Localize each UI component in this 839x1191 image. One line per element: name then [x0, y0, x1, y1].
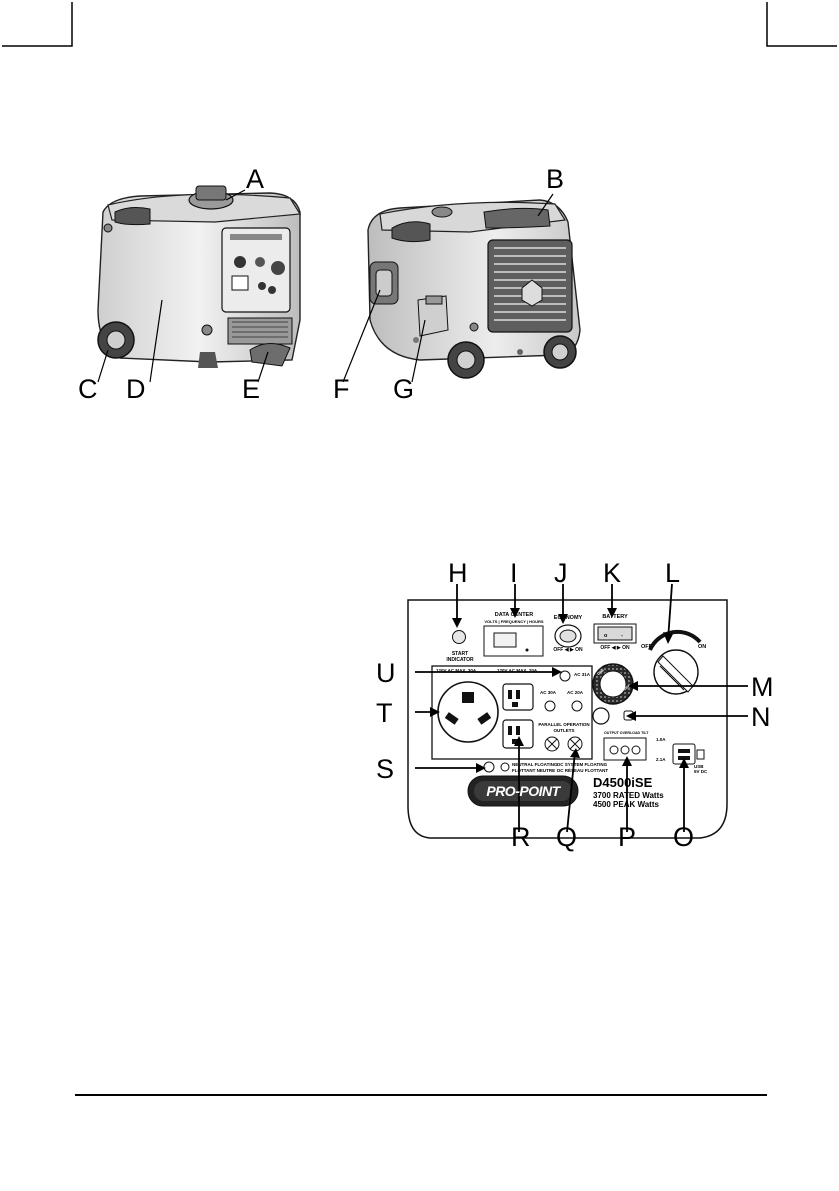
outlet-30a-label: 120V AC MAX. 30A: [436, 668, 477, 673]
callout-t: T: [376, 698, 393, 728]
callout-d: D: [126, 374, 146, 404]
battery-switch-label: OFF ◀ ▶ ON: [600, 645, 630, 651]
callout-l: L: [665, 558, 681, 588]
callout-o: O: [673, 822, 695, 852]
usb-label: USB 5V DC: [694, 764, 708, 774]
footer-rule: [75, 1094, 767, 1096]
callout-c: C: [78, 374, 98, 404]
callout-f: F: [333, 374, 350, 404]
start-button-label-push: PUSH: [606, 692, 616, 696]
parallel-outlets-label: PARALLEL OPERATION OUTLETS: [538, 722, 590, 733]
brand-logo: PRO-POINT: [486, 783, 560, 799]
callout-h: H: [448, 558, 468, 588]
rated-watts: 3700 RATED Watts: [593, 791, 664, 800]
callout-e: E: [242, 374, 261, 404]
callout-j: J: [554, 558, 568, 588]
callout-g: G: [393, 374, 415, 404]
callout-n: N: [751, 702, 771, 732]
callout-b: B: [546, 164, 565, 194]
ac-30a-label: AC 30A: [540, 690, 557, 695]
economy-label: ECONOMY: [553, 615, 583, 621]
output-indicator-label: OUTPUT OVERLOAD TILT: [604, 731, 649, 735]
data-center-sublabel: VOLTS | FREQUENCY | HOURS: [484, 619, 544, 624]
usb-21a-label: 2.1A: [656, 757, 666, 762]
callout-u: U: [376, 658, 396, 688]
svg-text:-: -: [621, 633, 623, 639]
callout-i: I: [510, 558, 518, 588]
start-indicator-label: START INDICATOR: [446, 651, 474, 663]
fig1-leaders: [97, 189, 554, 383]
economy-switch-label: OFF ◀ ▶ ON: [553, 647, 583, 653]
usb-1a-label: 1.0A: [656, 737, 666, 742]
callout-a: A: [246, 164, 265, 194]
svg-text:o: o: [604, 633, 608, 639]
ac-20a-label: AC 20A: [567, 690, 584, 695]
dc-floating-fr-label: DC RÉSEAU FLOTTANT: [557, 768, 609, 773]
ac-31a-label: AC 31A: [574, 672, 591, 677]
callout-p: P: [618, 822, 637, 852]
callout-k: K: [603, 558, 622, 588]
callout-r: R: [511, 822, 531, 852]
generator-front-view: [97, 185, 302, 368]
choke-off-label: OFF: [641, 644, 652, 650]
callout-q: Q: [556, 822, 578, 852]
callout-m: M: [751, 672, 774, 702]
callout-s: S: [376, 754, 395, 784]
outlet-20a-label: 120V AC MAX. 20A: [497, 668, 538, 673]
generator-back-view: [367, 199, 581, 379]
peak-watts: 4500 PEAK Watts: [593, 800, 659, 809]
neutral-floating-fr-label: FLOTTANT NEUTRE: [512, 768, 556, 773]
neutral-floating-label: NEUTRAL FLOATING: [512, 762, 558, 767]
choke-on-label: ON: [698, 644, 707, 650]
dc-floating-label: DC SYSTEM FLOATING: [557, 762, 608, 767]
battery-label: BATTERY: [602, 614, 628, 620]
model-name: D4500iSE: [593, 775, 653, 790]
data-center-label: DATA CENTER: [494, 612, 534, 618]
